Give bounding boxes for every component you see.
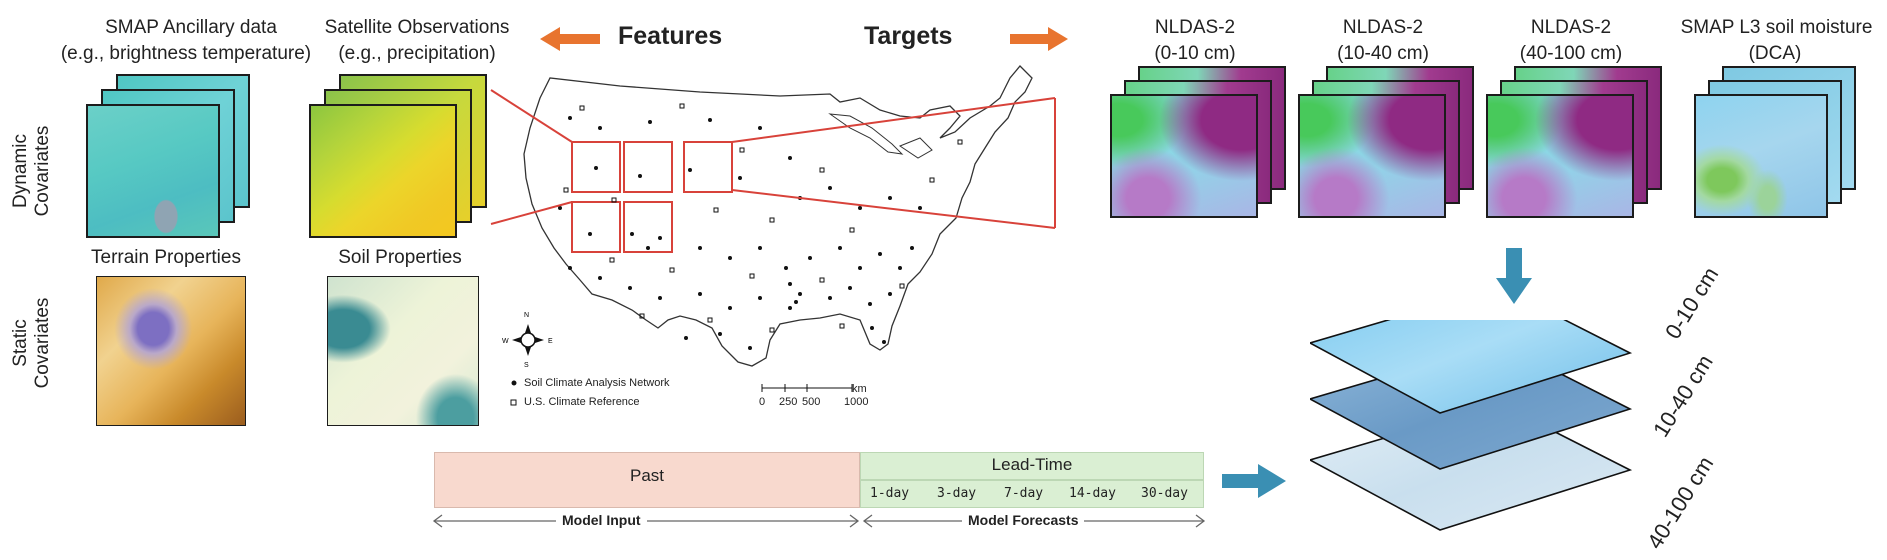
compass-e: E xyxy=(548,338,553,345)
legend-scan: Soil Climate Analysis Network xyxy=(524,377,670,389)
day-14: 14-day xyxy=(1069,486,1116,501)
day-3: 3-day xyxy=(937,486,977,501)
scan-stations xyxy=(558,116,922,350)
region-box-1 xyxy=(571,141,621,193)
target-3-title: NLDAS-2 xyxy=(1530,17,1612,38)
lead-days-box xyxy=(860,480,1204,508)
timeline-arrows xyxy=(432,514,1206,528)
terrain-title: Terrain Properties xyxy=(91,247,241,268)
legend-uscrn: U.S. Climate Reference xyxy=(524,396,640,408)
targets-arrow-icon xyxy=(1010,27,1068,51)
compass-n: N xyxy=(524,312,529,319)
past-label: Past xyxy=(629,466,665,485)
region-box-4 xyxy=(571,201,621,253)
targets-label: Targets xyxy=(864,22,953,50)
region-box-3 xyxy=(683,141,733,193)
target-2-title: NLDAS-2 xyxy=(1342,17,1424,38)
uscrn-stations xyxy=(563,103,963,333)
layer-0-10 xyxy=(1310,320,1633,414)
soil-map xyxy=(327,276,479,426)
target-4-title: SMAP L3 soil moisture xyxy=(1680,17,1873,38)
satellite-title: Satellite Observations xyxy=(324,17,510,38)
compass-s: S xyxy=(524,362,529,369)
conus-outline xyxy=(523,65,1033,367)
target-4-sub: (DCA) xyxy=(1748,43,1802,64)
features-label: Features xyxy=(618,22,723,50)
lead-time-label: Lead-Time xyxy=(991,455,1073,474)
scale-bar xyxy=(761,384,853,392)
region-box-5 xyxy=(623,201,673,253)
past-box xyxy=(434,452,860,508)
compass-w: W xyxy=(502,338,509,345)
scale-tick-0: 0 xyxy=(759,396,766,408)
smap-ancillary-subtitle: (e.g., brightness temperature) xyxy=(60,43,312,64)
scale-unit: km xyxy=(852,383,867,395)
scan-legend-marker xyxy=(511,380,517,386)
target-1-title: NLDAS-2 xyxy=(1154,17,1236,38)
satellite-subtitle: (e.g., precipitation) xyxy=(338,43,496,64)
output-layers xyxy=(1310,320,1633,531)
day-1: 1-day xyxy=(870,486,910,501)
target-3-sub: (40-100 cm) xyxy=(1519,43,1623,64)
us-station-map: N S E W xyxy=(502,65,1033,406)
scale-tick-250: 250 xyxy=(779,396,798,408)
uscrn-legend-marker xyxy=(510,399,517,406)
region-box-2 xyxy=(623,141,673,193)
down-arrow-icon xyxy=(1496,248,1532,304)
features-arrow-icon xyxy=(540,27,600,51)
features-targets-arrows xyxy=(540,27,1068,51)
model-forecasts-label: Model Forecasts xyxy=(962,512,1085,528)
day-7: 7-day xyxy=(1004,486,1044,501)
terrain-map xyxy=(96,276,246,426)
scale-tick-500: 500 xyxy=(802,396,821,408)
target-1-sub: (0-10 cm) xyxy=(1154,43,1236,64)
model-input-label: Model Input xyxy=(556,512,647,528)
lead-time-box xyxy=(860,452,1204,480)
soil-title: Soil Properties xyxy=(338,247,462,268)
target-2-sub: (10-40 cm) xyxy=(1337,43,1429,64)
right-arrow-icon xyxy=(1222,464,1286,498)
day-30: 30-day xyxy=(1141,486,1188,501)
smap-ancillary-title: SMAP Ancillary data xyxy=(105,17,277,38)
scale-tick-1000: 1000 xyxy=(844,396,869,408)
compass-icon xyxy=(512,324,544,356)
